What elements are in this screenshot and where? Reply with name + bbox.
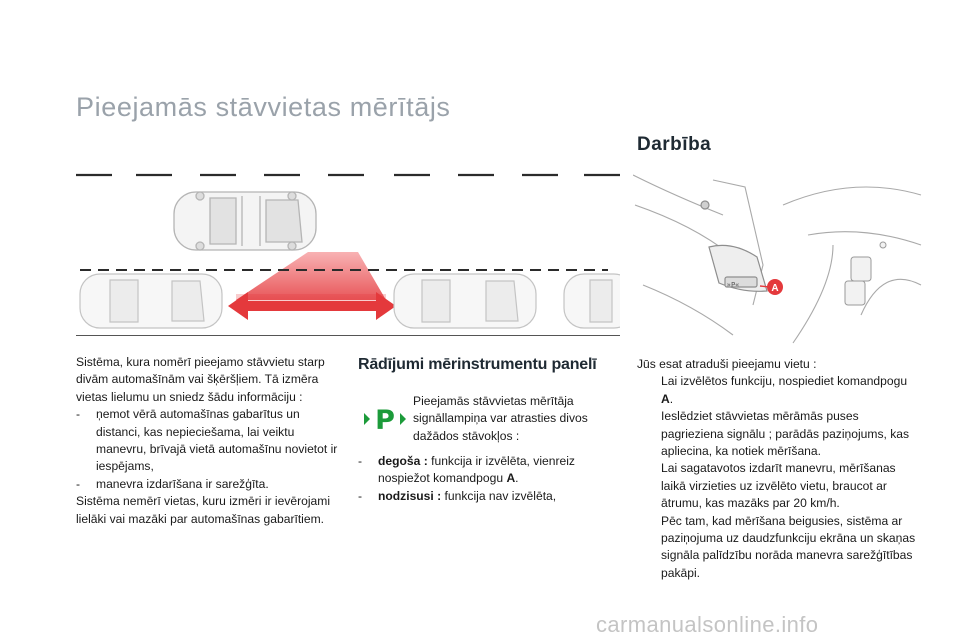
indicator-description: Pieejamās stāvvietas mērītāja signāllamp…: [413, 394, 588, 443]
intro-text-column: Sistēma, kura nomērī pieejamo stāvvietu …: [76, 354, 342, 528]
intro-bullet-text: manevra izdarīšana ir sarežģīta.: [96, 476, 269, 491]
operation-step: Ieslēdziet stāvvietas mērāmās puses pagr…: [637, 408, 917, 460]
step-text: Lai izvēlētos funkciju, nospiediet koman…: [661, 374, 908, 389]
lane-dash-line: [80, 269, 608, 271]
callout-label: A: [771, 283, 778, 294]
step-text: Ieslēdziet stāvvietas mērāmās puses pagr…: [661, 409, 910, 459]
indicator-letter: P: [375, 405, 395, 434]
intro-bullet: - manevra izdarīšana ir sarežģīta.: [76, 476, 342, 493]
intro-bullet: - ņemot vērā automašīnas gabarītus un di…: [76, 406, 342, 476]
intro-paragraph: Sistēma, kura nomērī pieejamo stāvvietu …: [76, 355, 325, 404]
indicator-state-on: - degoša : funkcija ir izvēlēta, vienrei…: [358, 453, 618, 488]
parking-illustration: [79, 191, 620, 329]
operation-step: Lai izvēlētos funkciju, nospiediet koman…: [637, 373, 917, 408]
operation-intro: Jūs esat atraduši pieejamu vietu :: [637, 357, 817, 371]
indicator-states: - degoša : funkcija ir izvēlēta, vienrei…: [358, 453, 618, 505]
section-title-operation: Darbība: [637, 134, 712, 155]
page-title: Pieejamās stāvvietas mērītājs: [76, 92, 451, 122]
operation-step: Lai sagatavotos izdarīt manevru, mērīšan…: [637, 460, 917, 512]
operation-step: Pēc tam, kad mērīšana beigusies, sistēma…: [637, 513, 917, 583]
parking-button-glyph-icon: »P«: [727, 281, 740, 289]
dashboard-illustration: »P« A: [633, 174, 922, 344]
state-text: funkcija ir izvēlēta, vienreiz nospiežot…: [378, 454, 575, 486]
indicator-state-off: - nodzisusi : funkcija nav izvēlēta,: [358, 488, 618, 505]
callout-marker: [767, 279, 783, 295]
moving-car: [173, 191, 317, 251]
dash-marker: -: [358, 488, 363, 503]
step-text: Lai sagatavotos izdarīt manevru, mērīšan…: [661, 461, 896, 511]
intro-closing: Sistēma nemērī vietas, kuru izmēri ir ie…: [76, 494, 331, 526]
parking-space-indicator-icon: P: [364, 405, 406, 434]
arrow-bullet-icon: [637, 408, 661, 460]
dash-marker: -: [358, 454, 363, 468]
watermark: carmanualsonline.info: [596, 612, 819, 637]
instrument-panel-heading: Rādījumi mērinstrumentu panelī: [358, 356, 597, 373]
state-term: degoša: [378, 454, 421, 468]
button-ref: A: [661, 391, 670, 406]
parked-cars: [79, 273, 620, 329]
state-term: nodzisusi: [378, 488, 434, 503]
arrow-bullet-icon: [637, 373, 661, 408]
road-dash-line: [76, 173, 620, 177]
arrow-bullet-icon: [637, 513, 661, 583]
step-text: Pēc tam, kad mērīšana beigusies, sistēma…: [661, 513, 916, 580]
intro-bullet-text: ņemot vērā automašīnas gabarītus un dist…: [96, 407, 338, 474]
illustration-divider: [76, 335, 620, 336]
dash-marker: -: [76, 407, 81, 422]
button-ref: A: [506, 471, 516, 486]
state-text: funkcija nav izvēlēta,: [444, 488, 557, 503]
operation-steps: Jūs esat atraduši pieejamu vietu : Lai i…: [637, 356, 917, 582]
measured-space-highlight: [228, 252, 396, 320]
arrow-bullet-icon: [637, 460, 661, 512]
dash-marker: -: [76, 476, 81, 491]
